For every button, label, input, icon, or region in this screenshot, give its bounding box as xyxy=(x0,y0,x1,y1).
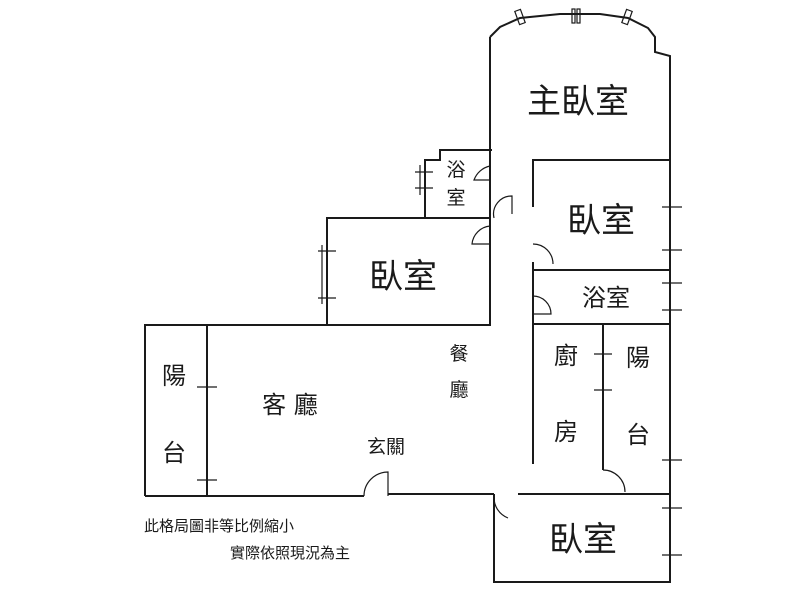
dining-label-2: 廳 xyxy=(449,379,468,401)
disclaimer-line-1: 此格局圖非等比例縮小 xyxy=(144,517,295,535)
balcony-right-label-2: 台 xyxy=(626,421,650,449)
balcony-left-label-2: 台 xyxy=(162,439,186,467)
bath-small-label-2: 室 xyxy=(446,187,465,209)
living-dining-walls xyxy=(144,324,494,497)
master-bedroom-windows xyxy=(514,8,633,26)
bedroom-bottom-walls xyxy=(493,493,682,583)
kitchen-label-1: 廚 xyxy=(554,342,578,370)
bedroom-middle-label: 臥室 xyxy=(369,257,437,297)
bath-small-label-1: 浴 xyxy=(446,159,465,181)
balcony-right-label-1: 陽 xyxy=(626,344,650,372)
corridor-doors xyxy=(471,195,513,245)
disclaimer-line-2: 實際依照現況為主 xyxy=(230,544,351,562)
bedroom-right-walls xyxy=(532,159,682,271)
kitchen-label-2: 房 xyxy=(554,418,578,446)
bedroom-right-label: 臥室 xyxy=(567,201,635,241)
dining-label-1: 餐 xyxy=(449,343,468,365)
bath-right-label: 浴室 xyxy=(582,284,630,312)
living-room-label: 客 廳 xyxy=(262,391,318,419)
foyer-label: 玄關 xyxy=(367,436,405,458)
kitchen-walls xyxy=(532,323,682,495)
master-bedroom-label: 主臥室 xyxy=(527,82,629,122)
balcony-left-label-1: 陽 xyxy=(162,362,186,390)
bedroom-bottom-label: 臥室 xyxy=(549,520,617,560)
